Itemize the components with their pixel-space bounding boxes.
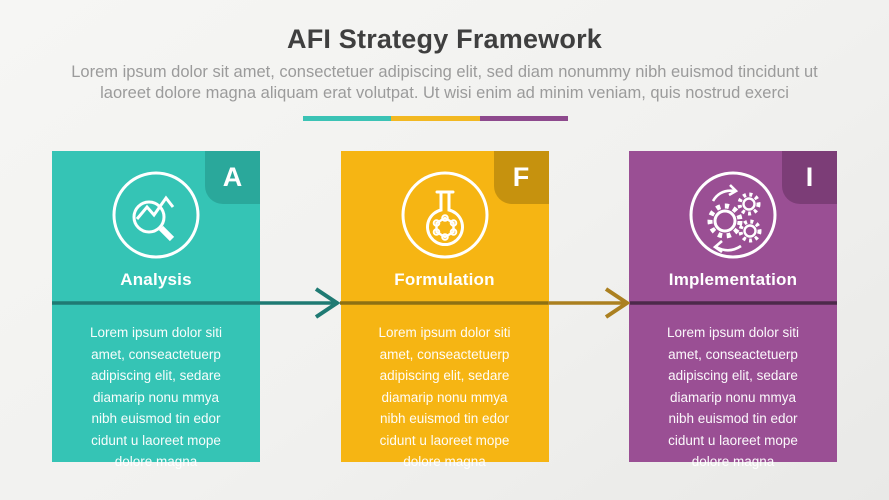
step-title: Formulation <box>394 270 495 289</box>
step-card-formulation: F Formulation Lorem ipsum dolor siti ame… <box>340 151 549 469</box>
step-title: Analysis <box>120 270 192 289</box>
step-description: Lorem ipsum dolor siti amet, conseactetu… <box>89 325 223 469</box>
gears-process-icon <box>688 170 778 260</box>
steps-row: A Analysis Lorem ipsum dolor siti amet, … <box>52 151 837 469</box>
divider-segment-purple <box>479 116 568 121</box>
step-letter-badge: A <box>205 151 260 204</box>
page-subtitle: Lorem ipsum dolor sit amet, consectetuer… <box>71 63 818 102</box>
step-description: Lorem ipsum dolor siti amet, conseactetu… <box>378 325 511 469</box>
divider-segment-yellow <box>391 116 480 121</box>
title-divider <box>303 116 568 121</box>
step-title: Implementation <box>668 270 798 289</box>
step-letter-badge: I <box>782 151 837 204</box>
step-card-analysis: A Analysis Lorem ipsum dolor siti amet, … <box>52 151 260 469</box>
step-letter: F <box>512 162 530 192</box>
divider-segment-teal <box>303 116 392 121</box>
page-title: AFI Strategy Framework <box>287 24 602 54</box>
step-description: Lorem ipsum dolor siti amet, conseactetu… <box>666 325 800 469</box>
step-letter-badge: F <box>493 151 549 204</box>
step-card-implementation: I Implementation Lorem ipsum dolor siti … <box>629 151 837 469</box>
step-letter: I <box>805 162 814 192</box>
magnifier-trend-icon <box>111 170 201 260</box>
flask-molecule-icon <box>400 170 490 260</box>
step-letter: A <box>222 162 243 192</box>
